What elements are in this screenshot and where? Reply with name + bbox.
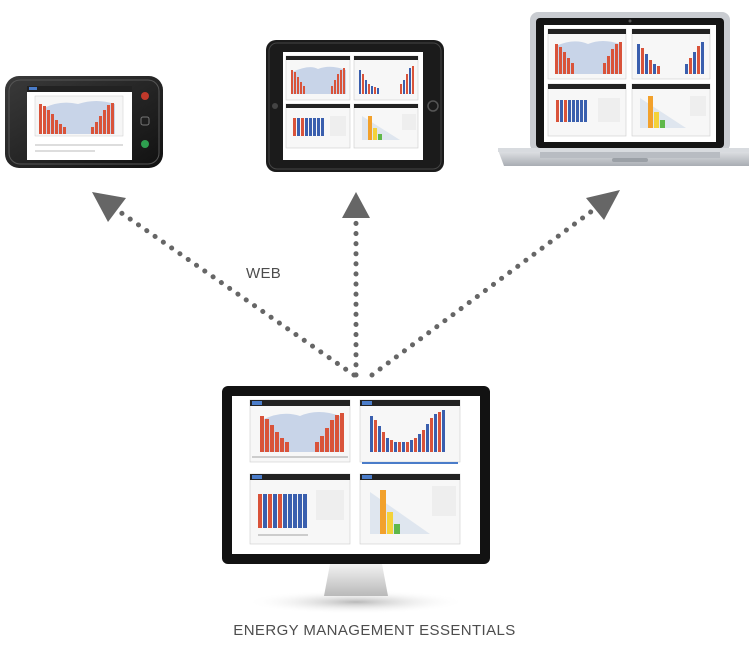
desktop-monitor [222, 386, 490, 614]
laptop-trackpad [612, 158, 648, 162]
footer-title: ENERGY MANAGEMENT ESSENTIALS [233, 622, 516, 639]
tablet [266, 40, 444, 172]
arrow-to-laptop [369, 190, 620, 378]
laptop-keyboard [540, 152, 720, 158]
phone-green-button-icon [141, 140, 149, 148]
tablet-home-button-icon [427, 100, 439, 112]
smartphone [5, 76, 163, 168]
web-label: WEB [246, 265, 282, 282]
phone-red-button-icon [141, 92, 149, 100]
laptop-camera-icon [628, 19, 632, 23]
laptop [498, 12, 749, 166]
phone-square-button-icon [140, 116, 150, 126]
arrow-to-smartphone [92, 192, 357, 378]
arrow-to-tablet [342, 192, 370, 378]
monitor-shadow [246, 590, 466, 614]
tablet-camera-icon [272, 103, 278, 109]
monitor-stand [324, 564, 388, 596]
